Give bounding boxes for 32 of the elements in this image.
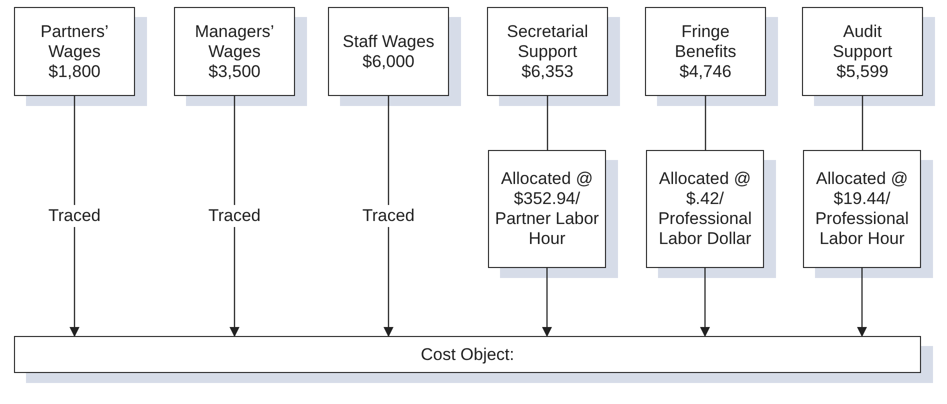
cost-amount: $1,800: [48, 62, 100, 82]
cost-box: [174, 7, 295, 96]
cost-name: Secretarial Support: [506, 22, 590, 62]
cost-box: [803, 150, 921, 268]
arrow: [542, 268, 552, 337]
cost-box: [328, 7, 449, 96]
arrow: [70, 96, 80, 337]
cost-amount: $5,599: [836, 62, 888, 82]
cost-name: Partners’ Wages: [39, 22, 110, 62]
cost-box: [487, 7, 608, 96]
cost-box: [802, 7, 923, 96]
arrow: [384, 96, 394, 337]
cost-name: Staff Wages: [342, 32, 434, 52]
cost-object-label: Cost Object:: [420, 344, 514, 364]
cost-object-box: [14, 336, 921, 373]
cost-name: Managers’ Wages: [194, 22, 276, 62]
cost-amount: $4,746: [680, 62, 732, 82]
arrow: [230, 96, 240, 337]
allocation-text: Allocated @ $19.44/ Professional Labor Hour: [814, 169, 910, 249]
allocation-text: Allocated @ $.42/ Professional Labor Dollar: [657, 169, 753, 249]
cost-amount: $6,353: [522, 62, 574, 82]
arrow: [857, 268, 867, 337]
allocation-text: Allocated @ $352.94/ Partner Labor Hour: [495, 169, 599, 249]
cost-amount: $6,000: [362, 52, 414, 72]
cost-box: [645, 7, 766, 96]
cost-name: Fringe Benefits: [674, 22, 738, 62]
cost-amount: $3,500: [208, 62, 260, 82]
cost-box: [488, 150, 606, 268]
cost-box: [646, 150, 764, 268]
arrow: [700, 268, 710, 337]
cost-name: Audit Support: [832, 22, 894, 62]
cost-box: [14, 7, 135, 96]
